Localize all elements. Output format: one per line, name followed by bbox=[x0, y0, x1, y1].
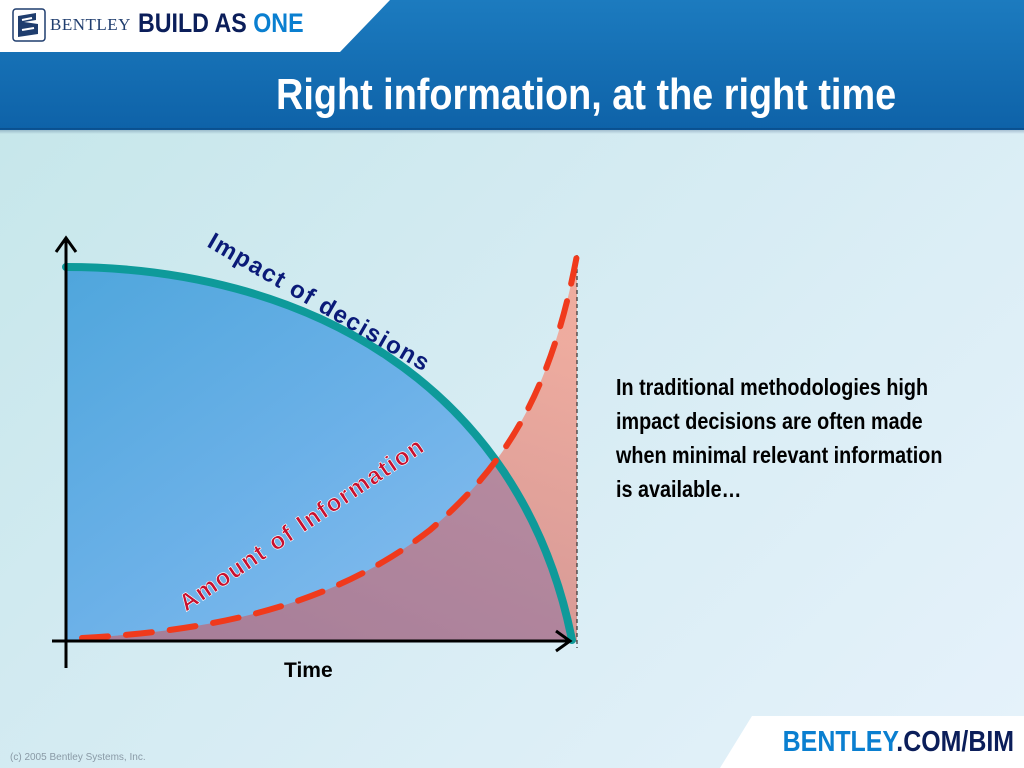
caption-text: In traditional methodologies high impact… bbox=[616, 374, 943, 502]
impact-curve bbox=[62, 263, 576, 644]
x-axis-label: Time bbox=[284, 659, 333, 682]
information-area bbox=[82, 255, 577, 642]
logo-text: BENTLEY bbox=[50, 15, 131, 34]
x-axis-arrow-icon bbox=[555, 629, 573, 653]
bentley-logo: BENTLEY bbox=[12, 7, 131, 43]
tagline-accent: ONE bbox=[253, 8, 304, 38]
header-shadow bbox=[0, 128, 1024, 134]
footer-url-suffix: .COM/BIM bbox=[896, 726, 1014, 758]
footer-url[interactable]: BENTLEY.COM/BIM bbox=[783, 726, 1014, 759]
copyright-notice: (c) 2005 Bentley Systems, Inc. bbox=[10, 752, 146, 763]
slide-title: Right information, at the right time bbox=[276, 70, 897, 119]
bentley-b-icon bbox=[12, 8, 46, 42]
y-axis-arrow-icon bbox=[54, 235, 78, 253]
brand-tab bbox=[0, 0, 390, 52]
footer-url-prefix: BENTLEY bbox=[782, 726, 897, 758]
tagline-prefix: BUILD AS bbox=[138, 8, 254, 38]
build-as-one-tagline: BUILD AS ONE bbox=[138, 8, 304, 39]
footer-tab bbox=[720, 716, 1024, 768]
information-curve bbox=[79, 252, 580, 641]
